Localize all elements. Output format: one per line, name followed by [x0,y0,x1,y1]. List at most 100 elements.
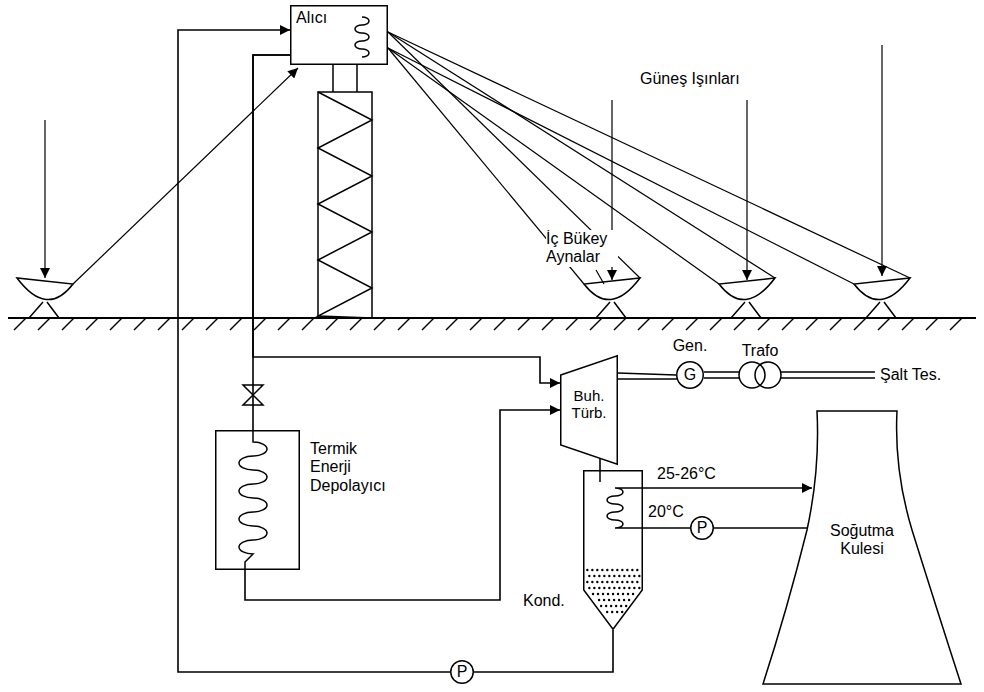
mirror-stand [866,302,896,318]
condensate-dot [636,569,638,571]
pipe-connector [253,55,560,383]
pump-circle: P [690,516,714,540]
ground-hatch [278,318,290,330]
temperature-label: 25-26°C [655,465,718,483]
mirror-bowl [854,278,910,300]
condensate-dot [638,587,640,589]
ground-hatch [614,318,626,330]
condensate-dot [593,587,595,589]
ground-hatch [182,318,194,330]
concave-mirror [17,278,73,318]
concave-mirror [719,278,775,318]
mirror-bowl [719,278,775,300]
ground-hatch [878,318,890,330]
condensate-dot [623,575,625,577]
light-ray [388,32,640,278]
ground-hatch [782,318,794,330]
condensate-dot [633,575,635,577]
pipe-connector [714,527,808,529]
condensate-dot [627,593,629,595]
condensate-dot [596,569,598,571]
condensate-dot [623,599,625,601]
shape-text: P [450,663,474,681]
ground-hatch [326,318,338,330]
pump-circle: P [450,660,474,684]
heat-coil [239,430,267,570]
condensate-dot [616,611,618,613]
pipe-connector [643,487,812,489]
transformer-coil [755,362,781,388]
drawing-part [355,17,369,57]
condensate-dot [611,611,613,613]
concave-mirror [584,278,640,318]
condensate-dot [631,569,633,571]
condensate-dot [636,581,638,583]
shape-heading: Kond. [523,592,579,610]
condensate-dot [591,581,593,583]
condensate-dot [628,599,630,601]
pipe-connector [643,527,690,529]
condensate-dot [615,605,617,607]
condensate-dot [608,575,610,577]
condensate-dot [621,611,623,613]
condensate-dot [616,581,618,583]
ground-hatch [374,318,386,330]
ground-hatch [566,318,578,330]
condensate-dot [611,581,613,583]
ground-hatch [86,318,98,330]
condensate-dot [601,569,603,571]
condensate-dot [613,587,615,589]
generator-circle: Gen.G [676,361,704,389]
condensate-dot [618,575,620,577]
mirror-stand [596,302,626,318]
pipe-connector [599,459,601,470]
condensate-dot [603,599,605,601]
tower-stem [332,65,334,92]
ground-hatch [830,318,842,330]
storage-tank-outline [215,430,300,570]
ground-hatch [494,318,506,330]
pipe-connector [178,30,450,672]
condensate-dot [586,581,588,583]
condensate-dot [622,593,624,595]
cooling-coil [607,488,643,528]
drawing-part [8,32,976,405]
ground-hatch [950,318,962,330]
light-ray [746,100,747,280]
ground-hatch [902,318,914,330]
concave-mirror [854,278,910,318]
ground-hatch [806,318,818,330]
pipe-connector [474,630,613,672]
condenser: Kond. [583,470,643,630]
tower-lattice [318,92,372,318]
condensate-dot [607,593,609,595]
condensate-dot [597,593,599,595]
ground-hatch [398,318,410,330]
ground-hatch [662,318,674,330]
condensate-dot [606,569,608,571]
condensate-dot [616,569,618,571]
pipe-connector [253,55,290,430]
condensate-dot [625,605,627,607]
shape-text: Alıcı [296,9,327,27]
ground-hatch [446,318,458,330]
condensate-dot [588,575,590,577]
ground-hatch [470,318,482,330]
shaft-line [618,378,677,380]
condensate-dot [613,575,615,577]
ground-hatch [422,318,434,330]
shape-heading: Termik Enerji Depolayıcı [310,440,400,495]
condensate-dot [592,593,594,595]
condensate-dot [628,575,630,577]
drawing-part [239,430,267,570]
condensate-dot [608,587,610,589]
condensate-dot [596,581,598,583]
temperature-label: 20°C [646,503,686,521]
ground-hatch [158,318,170,330]
steam-turbine: Buh. Türb. [560,355,618,465]
condenser-outline [583,470,643,630]
condensate-dot [601,581,603,583]
condensate-dot [618,587,620,589]
tower-frame [318,92,372,318]
